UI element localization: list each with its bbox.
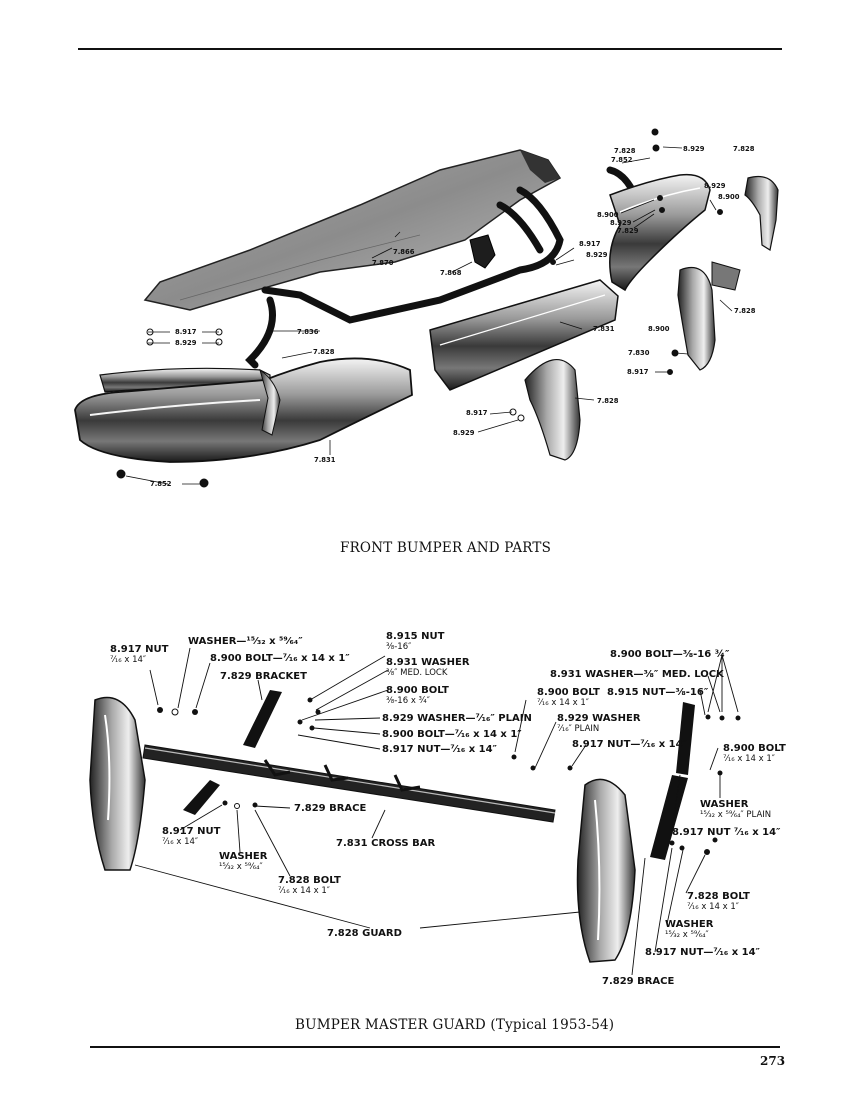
callout-7868: 7.868	[440, 269, 462, 277]
callout-7829: 7.829	[617, 227, 639, 235]
front-bumper-hardware	[116, 128, 723, 488]
front-bumper-caption: FRONT BUMPER AND PARTS	[340, 540, 552, 556]
callout-8900-r2: 8.900	[718, 193, 740, 201]
label-8931-washer: 8.931 WASHER ⅜″ MED. LOCK	[386, 657, 470, 678]
center-lower-guard	[524, 359, 581, 461]
label-8900-bolt-c2: 8.900 BOLT—⁷⁄₁₆ x 14 x 1″	[382, 729, 522, 740]
callout-8929-left: 8.929	[175, 339, 197, 347]
callout-8917-lower: 8.917	[627, 368, 649, 376]
label-8900-bolt-c: 8.900 BOLT ⅜-16 x ¾″	[386, 685, 449, 706]
page-number: 273	[760, 1054, 786, 1068]
callout-8929-top: 8.929	[683, 145, 705, 153]
callout-8917-mid: 8.917	[579, 240, 601, 248]
label-8915-nut: 8.915 NUT ⅜-16″	[386, 631, 445, 652]
label-8917-nut-c: 8.917 NUT—⁷⁄₁₆ x 14″	[382, 744, 498, 755]
callout-8929-mid: 8.929	[586, 251, 608, 259]
left-upper-bracket-7829	[243, 690, 282, 748]
label-washer-br: WASHER ¹⁵⁄₃₂ x ⁵⁹⁄₆₄″	[665, 919, 714, 940]
label-7829-brace-l: 7.829 BRACE	[294, 803, 367, 814]
callout-7830: 7.830	[628, 349, 650, 357]
bottom-rule	[90, 1046, 780, 1048]
callout-8929-guard: 8.929	[453, 429, 475, 437]
callout-7828-right-guard: 7.828	[734, 307, 756, 315]
callout-7828-left: 7.828	[313, 348, 335, 356]
bracket-part-7868	[469, 234, 496, 269]
callout-8900-l: 8.900	[597, 211, 619, 219]
label-8917-nut-r: 8.917 NUT—⁷⁄₁₆ x 14″	[572, 739, 688, 750]
label-washer-bl: WASHER ¹⁵⁄₃₂ x ⁵⁹⁄₆₄″	[219, 851, 268, 872]
right-end-cap	[744, 175, 779, 251]
left-lower-brace-7829	[183, 780, 220, 815]
master-guard-leader-lines	[134, 647, 739, 976]
right-guard-7828	[576, 778, 636, 963]
label-8900-bolt-r: 8.900 BOLT ⁷⁄₁₆ x 14 x 1″	[537, 687, 600, 708]
gravel-shield-7870	[143, 149, 562, 311]
callout-8900-lower: 8.900	[648, 325, 670, 333]
callout-7828-right: 7.828	[733, 145, 755, 153]
callout-7852-bottom: 7.852	[150, 480, 172, 488]
label-8900-bolt-fr: 8.900 BOLT ⁷⁄₁₆ x 14 x 1″	[723, 743, 786, 764]
callout-8929-l: 8.929	[610, 219, 632, 227]
label-8900-bolt-tl: 8.900 BOLT—⁷⁄₁₆ x 14 x 1″	[210, 653, 350, 664]
callout-7836: 7.836	[297, 328, 319, 336]
callout-7828-top: 7.828	[614, 147, 636, 155]
callout-7831-center: 7.831	[593, 325, 615, 333]
master-guard-caption: BUMPER MASTER GUARD (Typical 1953-54)	[295, 1017, 615, 1033]
left-bumper-section	[74, 357, 413, 463]
label-8917-nut-br: 8.917 NUT—⁷⁄₁₆ x 14″	[645, 947, 761, 958]
right-brace-7829	[650, 702, 695, 860]
right-lower-guard	[677, 261, 741, 371]
cross-bar-7831	[142, 744, 556, 823]
label-8929-washer-c: 8.929 WASHER—⁷⁄₁₆″ PLAIN	[382, 713, 532, 724]
label-8917-nut-tl: 8.917 NUT ⁷⁄₁₆ x 14″	[110, 644, 169, 665]
callout-7870: 7.870	[372, 259, 394, 267]
left-guard-7828	[89, 696, 146, 871]
callout-7852-top: 7.852	[611, 156, 633, 164]
callout-7828-center-guard: 7.828	[597, 397, 619, 405]
callout-7831-bottom: 7.831	[314, 456, 336, 464]
callout-8917-guard: 8.917	[466, 409, 488, 417]
label-8931-washer-tr: 8.931 WASHER—⅜″ MED. LOCK	[550, 669, 724, 680]
label-7828-bolt-br: 7.828 BOLT ⁷⁄₁₆ x 14 x 1″	[687, 891, 750, 912]
callout-8929-r2: 8.929	[704, 182, 726, 190]
label-7829-bracket: 7.829 BRACKET	[220, 671, 307, 682]
label-7828-guard: 7.828 GUARD	[327, 928, 402, 939]
front-bumper-leader-lines	[125, 146, 733, 485]
label-8917-nut-r2: 8.917 NUT ⁷⁄₁₆ x 14″	[672, 827, 781, 838]
label-7831-cross-bar: 7.831 CROSS BAR	[336, 838, 436, 849]
callout-7866: 7.866	[393, 248, 415, 256]
label-8917-nut-bl: 8.917 NUT ⁷⁄₁₆ x 14″	[162, 826, 221, 847]
label-8929-washer-r: 8.929 WASHER ⁷⁄₁₆″ PLAIN	[557, 713, 641, 734]
label-washer-tl: WASHER—¹⁵⁄₃₂ x ⁵⁹⁄₆₄″	[188, 636, 303, 647]
callout-8917-left: 8.917	[175, 328, 197, 336]
label-8900-bolt-tr: 8.900 BOLT—⅜-16 ¾″	[610, 649, 730, 660]
label-7829-brace-br: 7.829 BRACE	[602, 976, 675, 987]
label-8915-nut-r: 8.915 NUT—⅜-16″	[607, 687, 709, 698]
center-bumper-bar	[429, 279, 619, 391]
top-rule	[78, 48, 782, 50]
label-7828-bolt-bl: 7.828 BOLT ⁷⁄₁₆ x 14 x 1″	[278, 875, 341, 896]
label-washer-r: WASHER ¹⁵⁄₃₂ x ⁵⁹⁄₆₄″ PLAIN	[700, 799, 772, 820]
